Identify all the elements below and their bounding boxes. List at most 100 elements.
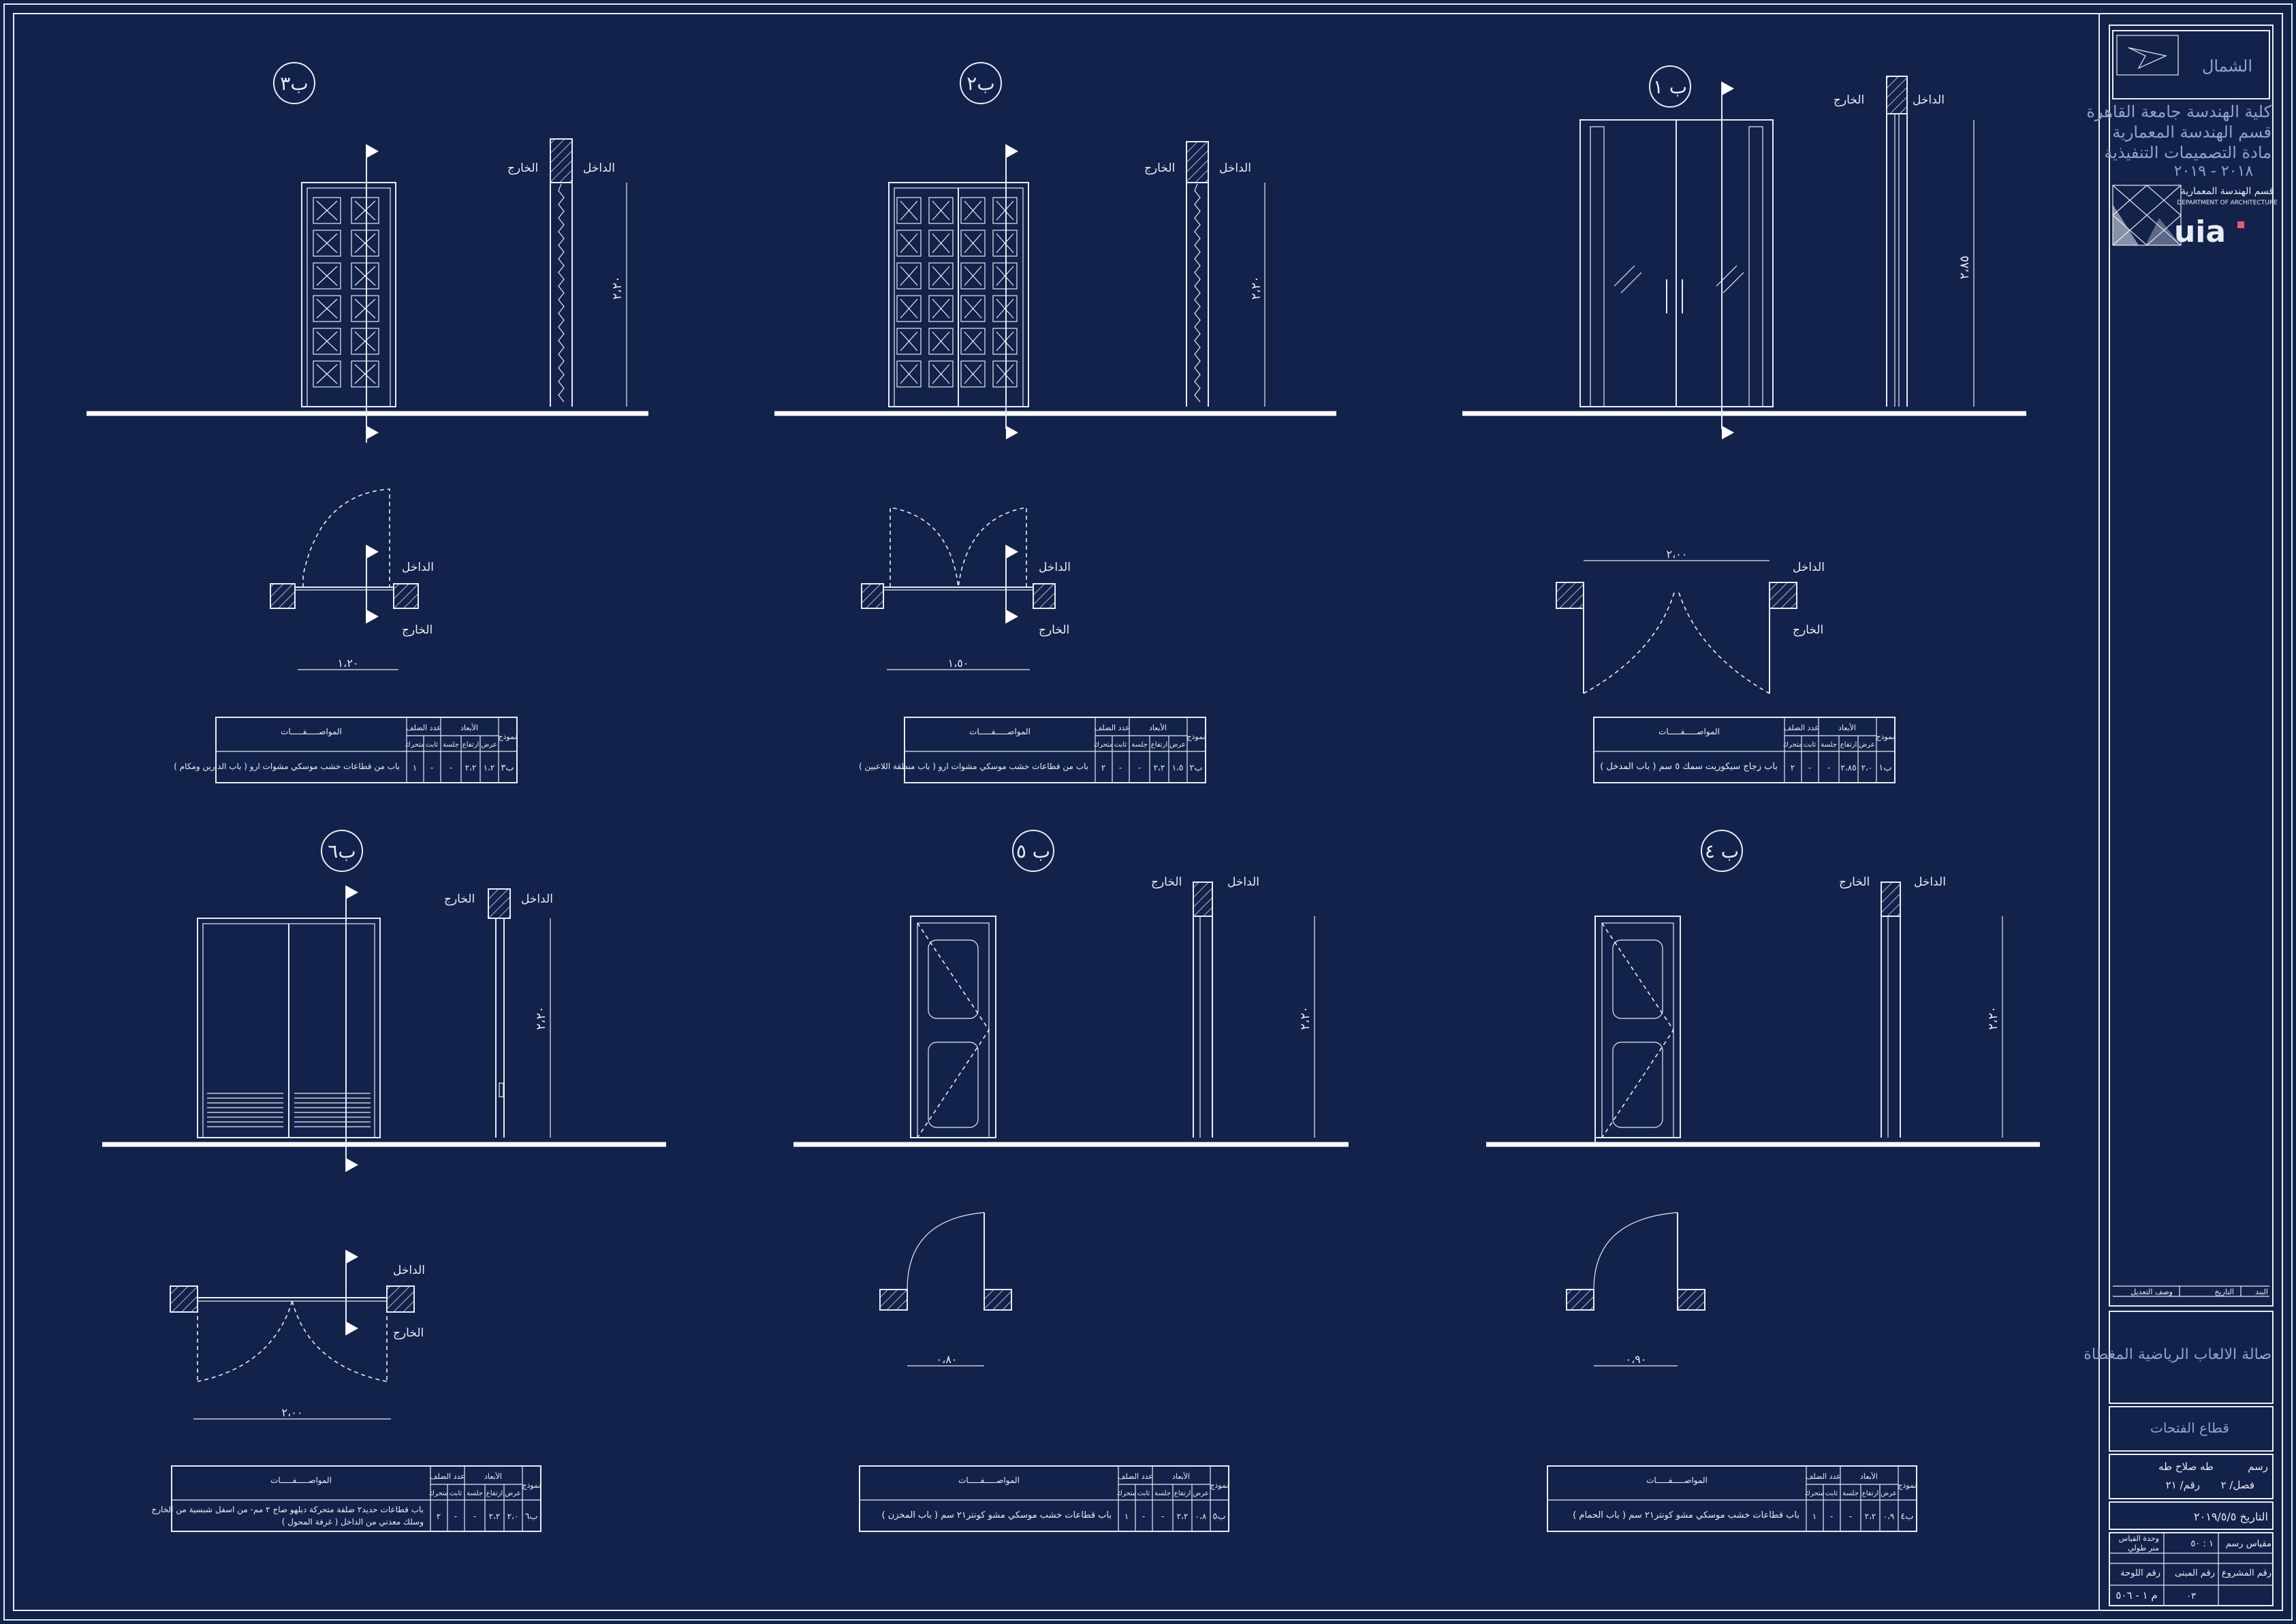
svg-text:عدد الضلف: عدد الضلف <box>1118 1472 1153 1481</box>
svg-text:الأبعاد: الأبعاد <box>484 1471 502 1481</box>
schedule-table: نموذج الأبعاد عدد الضلف المواصـــــفــــ… <box>1593 717 1896 783</box>
svg-text:٢: ٢ <box>437 1512 441 1521</box>
svg-text:٢،٢٠: ٢،٢٠ <box>1298 1006 1312 1030</box>
svg-text:-: - <box>1849 1512 1852 1521</box>
door-panel <box>351 360 379 388</box>
svg-text:الخارج: الخارج <box>507 161 538 175</box>
svg-text:ثابت: ثابت <box>1114 741 1127 749</box>
svg-text:قسم الهندسة المعمارية: قسم الهندسة المعمارية <box>2112 123 2271 142</box>
svg-text:١: ١ <box>413 763 417 772</box>
svg-text:عرض: عرض <box>1169 741 1186 749</box>
svg-text:المواصـــــفـــــات: المواصـــــفـــــات <box>1646 1475 1708 1486</box>
door-tag: ب٦ <box>328 840 356 862</box>
door-panel <box>313 328 341 355</box>
door-panel <box>928 230 954 257</box>
title-block: الشمال كلية الهندسة جامعة القاهرة قسم ال… <box>2086 25 2278 1307</box>
door-b4: ب ٤ ٢،٢٠ الداخل الخارج ٠،٩٠ <box>1486 830 2040 1532</box>
svg-text:متحرك: متحرك <box>1783 741 1803 749</box>
svg-text:الخارج: الخارج <box>393 1326 424 1340</box>
door-panel <box>313 295 341 322</box>
door-panel-cross <box>996 298 1014 319</box>
svg-text:نموذج: نموذج <box>1898 1481 1916 1490</box>
svg-text:عرض: عرض <box>481 741 497 749</box>
door-panel-cross <box>316 233 338 253</box>
svg-text:البند: البند <box>2255 1287 2268 1296</box>
svg-text:٢،٢٠: ٢،٢٠ <box>610 276 625 300</box>
door-panel <box>992 328 1018 355</box>
svg-text:الأبعاد: الأبعاد <box>1149 723 1167 732</box>
door-panel-cross <box>996 233 1014 253</box>
svg-text:٢: ٢ <box>1791 763 1795 772</box>
svg-text:الخارج: الخارج <box>1793 623 1823 637</box>
svg-text:-: - <box>1161 1512 1164 1521</box>
svg-text:جلسة: جلسة <box>467 1490 483 1497</box>
door-panel <box>351 295 379 322</box>
door-panel-cross <box>900 266 918 286</box>
svg-text:الشمال: الشمال <box>2202 57 2252 76</box>
svg-text:٠،٩٠: ٠،٩٠ <box>1626 1353 1647 1366</box>
svg-text:وسلك معدني من الداخل ( غرفة ال: وسلك معدني من الداخل ( غرفة المحول ) <box>282 1517 424 1527</box>
svg-text:الداخل: الداخل <box>393 1264 425 1277</box>
svg-text:وحدة القياس: وحدة القياس <box>2119 1534 2159 1543</box>
door-panel-cross <box>932 200 950 221</box>
svg-text:متحرك: متحرك <box>405 741 425 749</box>
svg-text:الخارج: الخارج <box>1039 623 1069 637</box>
svg-text:ثابت: ثابت <box>426 741 439 749</box>
svg-text:عدد الضلف: عدد الضلف <box>406 723 441 732</box>
door-panel <box>928 360 954 388</box>
svg-text:ارتفاع: ارتفاع <box>462 741 479 749</box>
door-panel-cross <box>900 233 918 253</box>
svg-text:ب٤: ب٤ <box>1900 1512 1913 1522</box>
svg-text:الخارج: الخارج <box>1144 161 1175 175</box>
svg-text:٢،٠٠: ٢،٠٠ <box>1667 548 1688 561</box>
svg-text:المواصـــــفـــــات: المواصـــــفـــــات <box>969 727 1031 737</box>
svg-text:-: - <box>1827 763 1830 772</box>
svg-text:المواصـــــفـــــات: المواصـــــفـــــات <box>958 1475 1020 1486</box>
svg-text:جلسة: جلسة <box>1154 1490 1171 1497</box>
door-panel-cross <box>354 233 376 253</box>
door-panel-cross <box>964 200 982 221</box>
door-panel-cross <box>900 331 918 352</box>
svg-text:٢،٠: ٢،٠ <box>507 1512 519 1521</box>
svg-text:-: - <box>473 1512 476 1521</box>
svg-text:-: - <box>1142 1512 1145 1521</box>
svg-text:الخارج: الخارج <box>402 623 433 637</box>
svg-text:١: ١ <box>1125 1512 1129 1521</box>
door-panel-cross <box>354 200 376 221</box>
svg-text:ب٣: ب٣ <box>501 763 514 773</box>
svg-text:الخارج: الخارج <box>1834 93 1864 107</box>
svg-text:الداخل: الداخل <box>402 561 434 574</box>
svg-text:فصل/ ٢: فصل/ ٢ <box>2221 1479 2254 1491</box>
svg-text:ارتفاع: ارتفاع <box>486 1490 503 1497</box>
svg-text:رقم اللوحة: رقم اللوحة <box>2120 1568 2160 1578</box>
inner-border <box>13 13 2283 1611</box>
door-tag: ب ٤ <box>1705 840 1739 862</box>
svg-text:كلية الهندسة جامعة القاهرة: كلية الهندسة جامعة القاهرة <box>2086 102 2271 121</box>
door-panel <box>351 262 379 290</box>
svg-text:ب٦: ب٦ <box>524 1512 537 1522</box>
svg-text:الأبعاد: الأبعاد <box>460 723 478 732</box>
svg-text:الداخل: الداخل <box>1219 161 1251 175</box>
svg-text:٢،٢: ٢،٢ <box>489 1512 501 1521</box>
door-panel <box>313 360 341 388</box>
door-panel-cross <box>354 298 376 319</box>
svg-text:٠،٨: ٠،٨ <box>1195 1512 1207 1521</box>
svg-text:ب٥: ب٥ <box>1212 1512 1225 1522</box>
svg-text:جلسة: جلسة <box>1842 1490 1859 1497</box>
svg-text:متحرك: متحرك <box>429 1490 449 1497</box>
svg-text:مقياس رسم: مقياس رسم <box>2226 1539 2271 1549</box>
door-panel-cross <box>996 266 1014 286</box>
svg-text:ارتفاع: ارتفاع <box>1151 741 1167 749</box>
svg-text:عرض: عرض <box>1881 1490 1897 1497</box>
svg-text:ارتفاع: ارتفاع <box>1840 741 1857 749</box>
svg-text:ارتفاع: ارتفاع <box>1174 1490 1191 1497</box>
door-panel-cross <box>996 331 1014 352</box>
door-panel <box>351 328 379 355</box>
svg-text:عدد الضلف: عدد الضلف <box>430 1472 465 1481</box>
svg-text:ثابت: ثابت <box>1825 1490 1838 1497</box>
schedule-table: نموذج الأبعاد عدد الضلف المواصـــــفــــ… <box>1547 1465 1917 1532</box>
door-panel-cross <box>316 266 338 286</box>
door-panel <box>313 197 341 224</box>
door-panel-cross <box>964 266 982 286</box>
